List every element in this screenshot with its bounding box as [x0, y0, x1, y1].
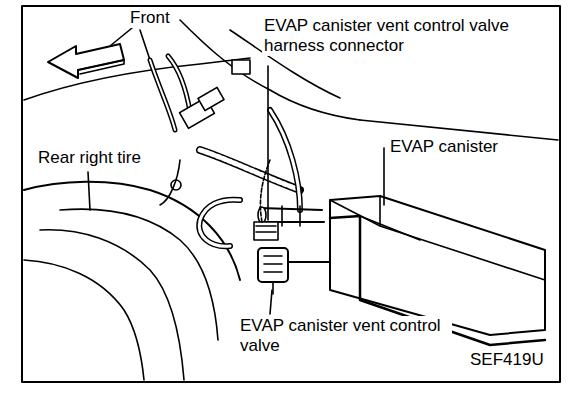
canister-bracket	[360, 216, 420, 240]
leader-line	[383, 148, 385, 205]
valve-hose	[288, 261, 330, 263]
leader-line	[267, 66, 269, 220]
canister-port	[260, 208, 324, 222]
wheel-arch-inner	[60, 209, 218, 340]
leader-line	[110, 28, 132, 46]
hose	[150, 60, 175, 130]
corrugated-tube	[200, 150, 300, 190]
canister-edge	[380, 196, 545, 280]
leader-line	[270, 290, 272, 314]
front-arrow-shade	[78, 60, 124, 74]
port-ring	[282, 206, 300, 226]
valve-detail	[264, 256, 282, 272]
part-label: EVAP canister vent control valve	[238, 316, 452, 356]
clamp	[198, 87, 224, 110]
part-label: Front	[128, 8, 172, 28]
corrugated-tube-ribs	[200, 150, 300, 190]
leader-line	[140, 30, 150, 60]
harness-connector	[254, 222, 278, 240]
figure-code: SEF419U	[468, 350, 546, 370]
front-arrow	[48, 44, 124, 78]
connector-detail	[256, 226, 276, 232]
canister-edge	[330, 200, 380, 226]
part-label: EVAP canister vent control valve harness…	[262, 16, 546, 56]
tire	[40, 230, 184, 380]
hose	[270, 110, 300, 210]
vent-control-valve	[258, 248, 288, 282]
leader-line	[88, 172, 90, 210]
part-label: EVAP canister	[388, 137, 500, 157]
evap-canister	[330, 196, 545, 335]
hose-inner	[199, 200, 240, 247]
hose	[199, 200, 240, 247]
hose	[168, 56, 190, 112]
clamp	[232, 60, 250, 74]
hose-inner	[168, 56, 190, 112]
frame	[22, 6, 560, 382]
hose-inner	[270, 110, 300, 210]
part-label: Rear right tire	[36, 148, 143, 168]
bracket	[160, 160, 180, 205]
hose-inner	[150, 60, 175, 130]
tire	[24, 260, 144, 380]
bolt	[171, 180, 181, 190]
